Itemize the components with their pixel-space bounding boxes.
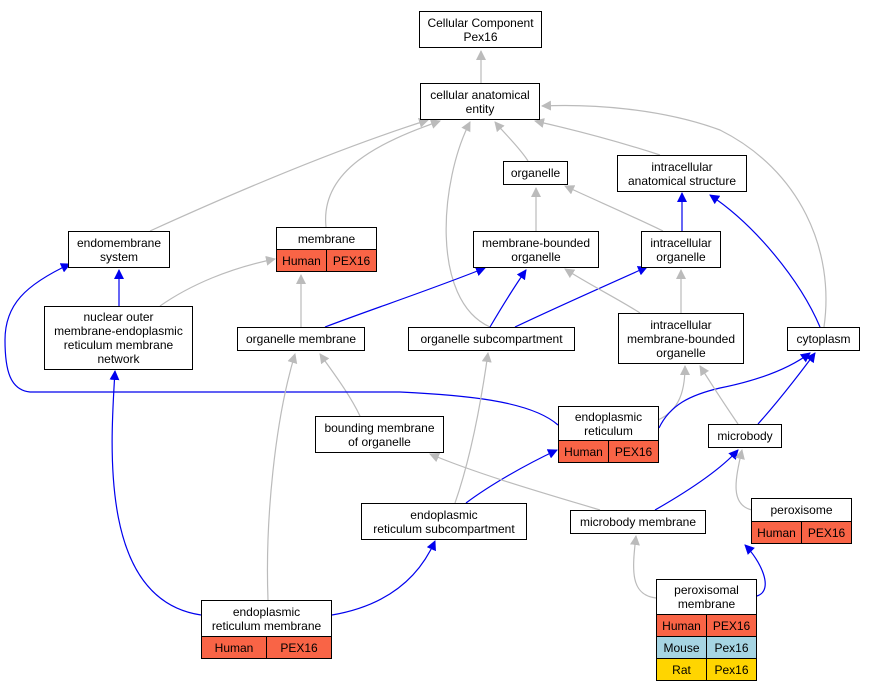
node-label: organelle bbox=[510, 166, 561, 180]
node-label: membrane bbox=[297, 231, 356, 246]
gene-cell: Pex16 bbox=[706, 659, 756, 680]
node-peroxisomal-membrane[interactable]: peroxisomal membrane Human PEX16 Mouse P… bbox=[656, 579, 757, 681]
node-membrane[interactable]: membrane Human PEX16 bbox=[276, 227, 377, 272]
node-nuclear-outer-membrane-er-network[interactable]: nuclear outer membrane-endoplasmic retic… bbox=[44, 306, 193, 370]
gene-cell: PEX16 bbox=[266, 637, 331, 658]
edge-nuclear-outer-membrane-er-network-to-membrane bbox=[159, 255, 276, 307]
edge-endoplasmic-reticulum-to-intracellular-membrane-bounded-organelle bbox=[657, 365, 690, 421]
species-cell: Human bbox=[752, 522, 801, 543]
gene-cell: PEX16 bbox=[706, 615, 756, 636]
node-cytoplasm[interactable]: cytoplasm bbox=[787, 327, 860, 351]
edge-cytoplasm-to-intracellular-anatomical-structure bbox=[709, 194, 821, 328]
node-er-membrane[interactable]: endoplasmic reticulum membrane Human PEX… bbox=[201, 600, 332, 659]
node-label: Cellular Component Pex16 bbox=[427, 15, 534, 44]
gene-cell: PEX16 bbox=[608, 441, 658, 462]
node-label: endoplasmic reticulum bbox=[574, 409, 643, 438]
annotation-row-human: Human PEX16 bbox=[559, 440, 658, 462]
node-label: cytoplasm bbox=[796, 332, 851, 346]
edge-er-subcompartment-to-endoplasmic-reticulum bbox=[465, 449, 558, 504]
edge-intracellular-organelle-to-organelle bbox=[564, 185, 664, 232]
edge-er-membrane-to-organelle-membrane bbox=[266, 353, 298, 601]
edge-endoplasmic-reticulum-to-cytoplasm bbox=[658, 352, 811, 429]
edge-microbody-to-intracellular-membrane-bounded-organelle bbox=[699, 365, 739, 425]
annotation-row-human: Human PEX16 bbox=[277, 249, 376, 271]
annotation-row-mouse: Mouse Pex16 bbox=[657, 636, 756, 658]
node-label: peroxisome bbox=[770, 503, 833, 517]
node-label: microbody bbox=[717, 429, 773, 443]
edge-cytoplasm-to-cellular-anatomical-entity bbox=[541, 100, 827, 328]
edge-organelle-subcompartment-to-membrane-bounded-organelle bbox=[489, 269, 527, 328]
annotation-row-rat: Rat Pex16 bbox=[657, 658, 756, 680]
node-peroxisome[interactable]: peroxisome Human PEX16 bbox=[751, 498, 852, 544]
edge-organelle-subcompartment-to-intracellular-organelle bbox=[514, 266, 648, 328]
node-endomembrane-system[interactable]: endomembrane system bbox=[68, 231, 170, 268]
node-microbody-membrane[interactable]: microbody membrane bbox=[570, 510, 706, 534]
edge-organelle-membrane-to-membrane-bounded-organelle bbox=[324, 266, 486, 328]
node-label: microbody membrane bbox=[579, 515, 697, 529]
species-cell: Rat bbox=[657, 659, 706, 680]
edge-organelle-subcompartment-to-cellular-anatomical-entity bbox=[445, 121, 491, 328]
node-label: intracellular organelle bbox=[650, 235, 712, 264]
node-organelle-subcompartment[interactable]: organelle subcompartment bbox=[408, 327, 575, 351]
edge-er-subcompartment-to-organelle-subcompartment bbox=[454, 352, 492, 504]
node-label: organelle subcompartment bbox=[420, 332, 563, 346]
annotation-row-human: Human PEX16 bbox=[202, 636, 331, 658]
node-cellular-component-pex16[interactable]: Cellular Component Pex16 bbox=[419, 11, 542, 48]
edge-membrane-to-cellular-anatomical-entity bbox=[325, 119, 441, 228]
edge-endoplasmic-reticulum-to-endomembrane-system bbox=[4, 263, 559, 426]
node-label: endoplasmic reticulum membrane bbox=[211, 604, 322, 633]
node-membrane-bounded-organelle[interactable]: membrane-bounded organelle bbox=[473, 231, 599, 268]
edge-microbody-to-cytoplasm bbox=[757, 352, 816, 425]
node-label: intracellular membrane-bounded organelle bbox=[626, 317, 736, 360]
edge-er-membrane-to-er-subcompartment bbox=[331, 540, 436, 616]
node-cellular-anatomical-entity[interactable]: cellular anatomical entity bbox=[420, 83, 540, 120]
edge-intracellular-anatomical-structure-to-cellular-anatomical-entity bbox=[534, 118, 661, 156]
species-cell: Mouse bbox=[657, 637, 706, 658]
node-label: intracellular anatomical structure bbox=[627, 159, 737, 188]
annotation-row-human: Human PEX16 bbox=[657, 614, 756, 636]
edge-microbody-membrane-to-microbody bbox=[654, 449, 739, 511]
species-cell: Human bbox=[559, 441, 608, 462]
node-label: endomembrane system bbox=[76, 235, 162, 264]
node-label: cellular anatomical entity bbox=[430, 87, 530, 116]
edge-organelle-to-cellular-anatomical-entity bbox=[494, 121, 529, 162]
edge-intracellular-membrane-bounded-organelle-to-membrane-bounded-organelle bbox=[564, 268, 641, 314]
edge-peroxisomal-membrane-to-peroxisome bbox=[744, 544, 766, 597]
node-label: nuclear outer membrane-endoplasmic retic… bbox=[54, 310, 183, 366]
node-label: organelle membrane bbox=[245, 332, 357, 346]
species-cell: Human bbox=[202, 637, 266, 658]
edge-peroxisomal-membrane-to-microbody-membrane bbox=[629, 535, 657, 599]
node-organelle-membrane[interactable]: organelle membrane bbox=[237, 327, 365, 351]
gene-cell: PEX16 bbox=[326, 250, 376, 271]
species-cell: Human bbox=[277, 250, 326, 271]
annotation-row-human: Human PEX16 bbox=[752, 521, 851, 543]
node-label: bounding membrane of organelle bbox=[324, 420, 435, 449]
node-label: endoplasmic reticulum subcompartment bbox=[373, 507, 515, 536]
node-bounding-membrane-of-organelle[interactable]: bounding membrane of organelle bbox=[315, 416, 444, 453]
node-microbody[interactable]: microbody bbox=[708, 424, 782, 448]
node-endoplasmic-reticulum[interactable]: endoplasmic reticulum Human PEX16 bbox=[558, 406, 659, 463]
node-intracellular-membrane-bounded-organelle[interactable]: intracellular membrane-bounded organelle bbox=[618, 313, 744, 364]
node-label: membrane-bounded organelle bbox=[481, 235, 591, 264]
species-cell: Human bbox=[657, 615, 706, 636]
node-label: peroxisomal membrane bbox=[674, 583, 739, 611]
node-er-subcompartment[interactable]: endoplasmic reticulum subcompartment bbox=[361, 503, 527, 540]
edge-bounding-membrane-of-organelle-to-organelle-membrane bbox=[319, 353, 361, 417]
gene-cell: PEX16 bbox=[801, 522, 851, 543]
edge-endomembrane-system-to-cellular-anatomical-entity bbox=[149, 117, 429, 232]
edge-peroxisome-to-microbody bbox=[735, 449, 753, 511]
node-organelle[interactable]: organelle bbox=[503, 161, 568, 185]
node-intracellular-organelle[interactable]: intracellular organelle bbox=[641, 231, 721, 268]
edge-er-membrane-to-nuclear-outer-membrane-er-network bbox=[109, 370, 202, 616]
edge-microbody-membrane-to-bounding-membrane-of-organelle bbox=[429, 452, 601, 511]
node-intracellular-anatomical-structure[interactable]: intracellular anatomical structure bbox=[617, 155, 747, 192]
gene-cell: Pex16 bbox=[706, 637, 756, 658]
